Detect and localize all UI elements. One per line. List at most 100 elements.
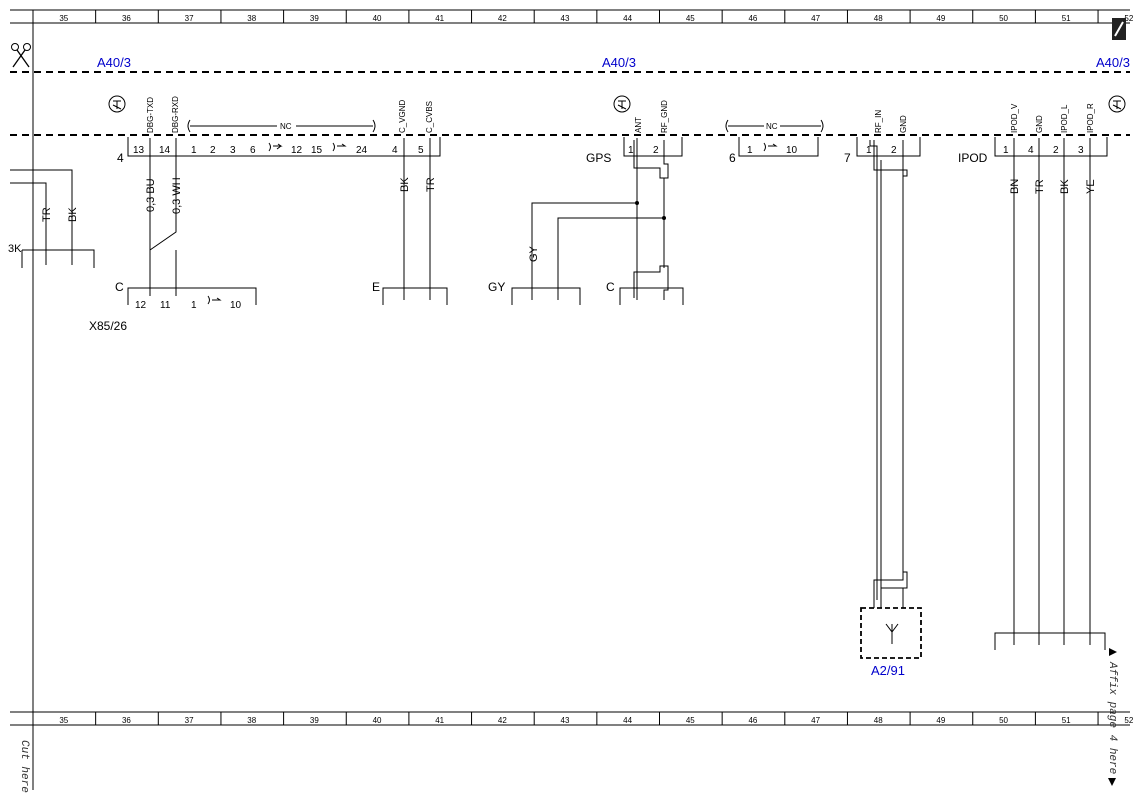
column-number: 35 xyxy=(59,716,68,725)
pin-label: 4 xyxy=(1028,145,1034,156)
pin-label: 1 xyxy=(747,145,753,156)
column-number: 44 xyxy=(623,716,632,725)
column-number: 46 xyxy=(748,716,757,725)
pen-icon[interactable] xyxy=(1112,18,1126,40)
pin-name: IPOD_V xyxy=(1010,103,1019,133)
affix-note: Affix page 4 here xyxy=(1106,661,1118,774)
wire-color-label: BK xyxy=(67,207,79,222)
pin-label: 1 xyxy=(628,145,634,156)
connector-ipod: IPOD 1 4 2 3 IPOD_V GND IPOD_L IPOD_R xyxy=(958,103,1108,165)
pin-label: 2 xyxy=(1053,145,1059,156)
pin-name: RF_IN xyxy=(874,110,883,133)
pin-label: 12 xyxy=(135,300,147,311)
wire-color-label: BK xyxy=(399,177,411,192)
wires-left-edge: TR BK 3K xyxy=(8,169,95,268)
connector-name: E xyxy=(372,280,380,294)
pin-name: C_CVBS xyxy=(425,101,434,133)
lower-connector-gy: GY xyxy=(488,280,581,305)
connector-number: 4 xyxy=(117,151,124,165)
pin-label: 3 xyxy=(1078,145,1084,156)
component-label-a40-left: A40/3 xyxy=(97,55,131,70)
pin-label: 1 xyxy=(1003,145,1009,156)
pin-name: GND xyxy=(899,115,908,133)
shield-symbol-icon xyxy=(1108,95,1126,113)
nc-label: NC xyxy=(280,122,292,131)
nc-label: NC xyxy=(766,122,778,131)
pin-label: 2 xyxy=(653,145,659,156)
column-number: 51 xyxy=(1062,14,1071,23)
column-number: 50 xyxy=(999,716,1008,725)
wire-color-label: 0,3 WH xyxy=(171,177,183,214)
antenna-icon xyxy=(885,623,899,644)
pin-name: IPOD_L xyxy=(1060,104,1069,133)
pin-label: 6 xyxy=(250,145,256,156)
column-number: 45 xyxy=(686,14,695,23)
lower-connector-c-mid: C xyxy=(606,280,684,305)
column-number: 44 xyxy=(623,14,632,23)
pin-name: C_VGND xyxy=(398,99,407,133)
wires-ipod: BN TR BK YE xyxy=(994,138,1117,656)
arrow-right-icon xyxy=(1109,648,1117,656)
connector-name: GPS xyxy=(586,151,611,165)
column-number: 39 xyxy=(310,14,319,23)
lower-connector-c-left: C 12 11 1 10 X85/26 xyxy=(89,280,257,333)
column-number: 47 xyxy=(811,716,820,725)
connector-4: 4 13 14 1 2 3 6 12 15 24 4 5 DBG-TXD DBG… xyxy=(117,96,441,165)
pin-label: 14 xyxy=(159,145,171,156)
column-number: 40 xyxy=(373,14,382,23)
wire-color-label: TR xyxy=(41,207,53,222)
wire-color-label: 3K xyxy=(8,243,22,255)
pin-label: 2 xyxy=(210,145,216,156)
scissors-icon xyxy=(11,43,31,68)
arrow-down-icon xyxy=(1108,778,1116,786)
connector-6: 6 1 10 NC xyxy=(725,119,824,165)
wire-color-label: TR xyxy=(425,177,437,192)
component-label-a40-mid: A40/3 xyxy=(602,55,636,70)
connector-name: C xyxy=(606,280,615,294)
connector-name: C xyxy=(115,280,124,294)
component-label-x85-26: X85/26 xyxy=(89,319,127,333)
pin-label: 4 xyxy=(392,145,398,156)
column-number: 42 xyxy=(498,14,507,23)
column-number: 50 xyxy=(999,14,1008,23)
wire-color-label: BK xyxy=(1059,179,1071,194)
connector-gps: GPS 1 2 ANT RF_GND xyxy=(586,100,683,165)
pin-name: ANT xyxy=(634,117,643,133)
column-number: 35 xyxy=(59,14,68,23)
pin-name: GND xyxy=(1035,115,1044,133)
pin-label: 5 xyxy=(418,145,424,156)
pin-name: IPOD_R xyxy=(1086,103,1095,133)
pin-label: 2 xyxy=(891,145,897,156)
pin-label: 10 xyxy=(230,300,242,311)
column-number: 45 xyxy=(686,716,695,725)
pin-name: RF_GND xyxy=(660,100,669,133)
column-number: 51 xyxy=(1062,716,1071,725)
connector-7: 7 1 2 RF_IN GND xyxy=(844,110,921,165)
column-number: 41 xyxy=(435,14,444,23)
pin-label: 1 xyxy=(191,300,197,311)
component-label-a2-91: A2/91 xyxy=(871,663,905,678)
column-number: 47 xyxy=(811,14,820,23)
pin-label: 1 xyxy=(191,145,197,156)
column-number: 39 xyxy=(310,716,319,725)
wires-antenna xyxy=(869,140,908,608)
column-number: 36 xyxy=(122,716,131,725)
pin-label: 13 xyxy=(133,145,145,156)
pin-name: DBG-RXD xyxy=(171,96,180,133)
connector-number: 7 xyxy=(844,151,851,165)
column-number: 49 xyxy=(936,716,945,725)
column-number: 52 xyxy=(1124,716,1133,725)
connector-number: 6 xyxy=(729,151,736,165)
column-number: 42 xyxy=(498,716,507,725)
column-number: 40 xyxy=(373,716,382,725)
column-number: 52 xyxy=(1124,14,1133,23)
pin-label: 24 xyxy=(356,145,368,156)
column-number: 43 xyxy=(561,14,570,23)
wires-gps: GY xyxy=(528,138,669,300)
column-number: 37 xyxy=(185,716,194,725)
pin-label: 3 xyxy=(230,145,236,156)
connector-name: GY xyxy=(488,280,505,294)
column-number: 37 xyxy=(185,14,194,23)
